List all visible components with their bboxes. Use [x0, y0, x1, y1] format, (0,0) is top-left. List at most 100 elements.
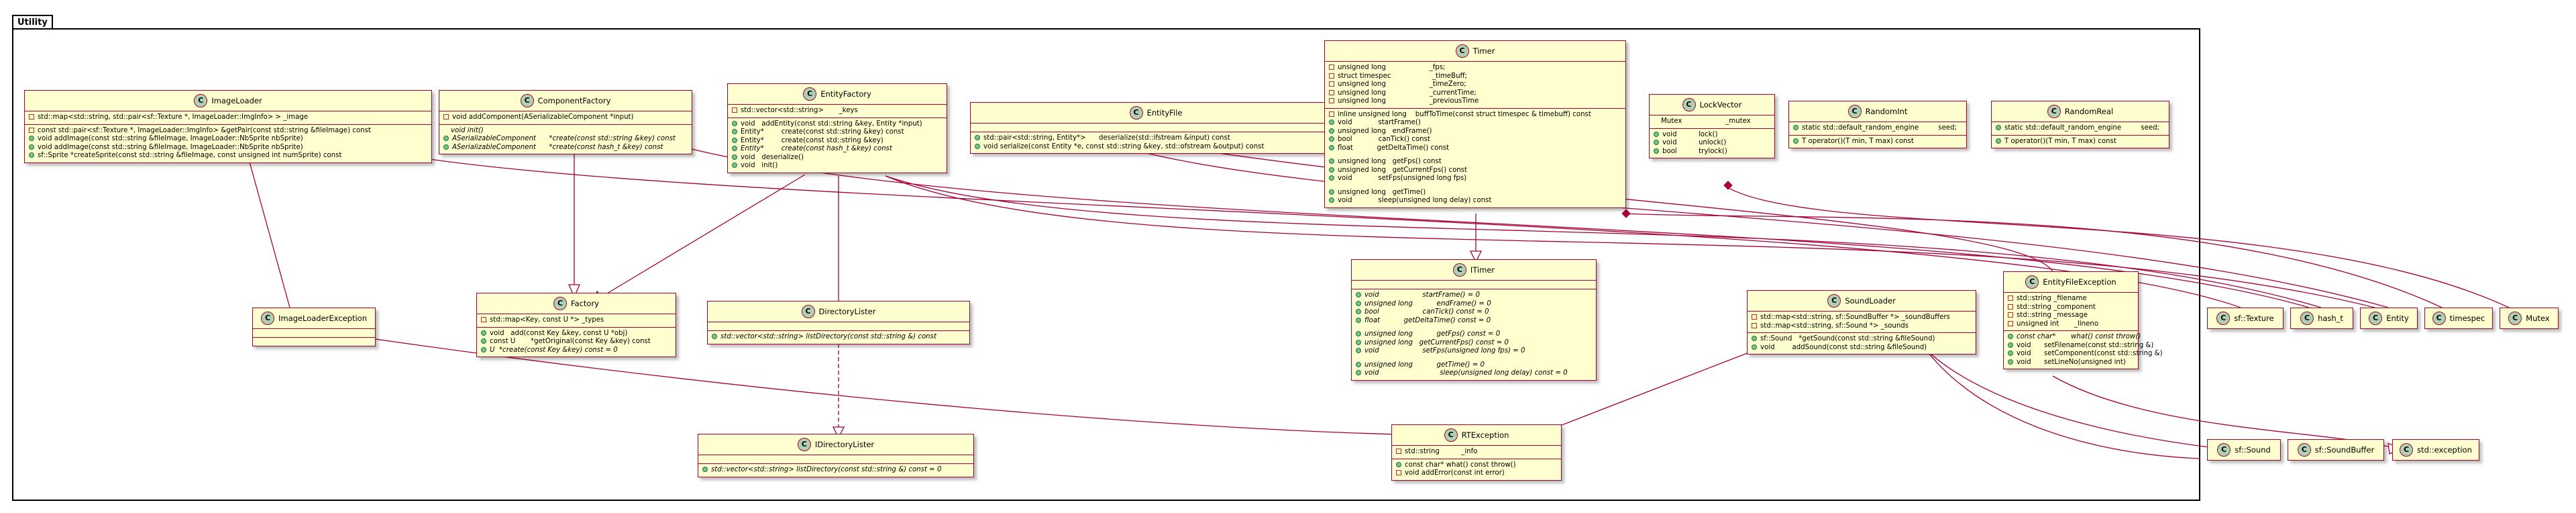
public-visibility-icon [1793, 125, 1799, 130]
public-visibility-icon [481, 330, 486, 336]
class-c-icon: C [2300, 311, 2314, 325]
visibility-icon [443, 128, 447, 132]
class-methods-section: void lock()void unlock()bool trylock() [1650, 129, 1774, 158]
class-fields-section [971, 124, 1341, 132]
member-text: void setLineNo(unsigned int) [2017, 358, 2126, 366]
class-method: T operator()(T min, T max) const [1793, 138, 1962, 146]
class-methods-section: const char* what() const throw()void set… [2004, 331, 2163, 369]
public-visibility-icon [1356, 292, 1361, 297]
composition-lockvector [1723, 181, 1733, 190]
member-text: unsigned long getCurrentFps() const = 0 [1364, 338, 1509, 346]
composition-timer [1621, 209, 1631, 218]
class-name: sf::Sound [2235, 445, 2271, 455]
public-visibility-icon [1356, 339, 1361, 345]
package-frame [12, 28, 2200, 501]
link-soundloader-rtexception [1549, 348, 1758, 430]
class-name: DirectoryLister [818, 307, 876, 316]
class-name: hash_t [2318, 314, 2343, 323]
member-text: const char* what() const throw() [1405, 461, 1516, 469]
class-name: Entity [2386, 314, 2409, 323]
class-method: std::vector<std::string> listDirectory(c… [702, 466, 969, 475]
class-c-icon: C [2369, 311, 2383, 325]
class-method: ASerializableComponent *create(const std… [443, 135, 688, 144]
class-method: bool canTick() const = 0 [1356, 308, 1592, 317]
class-method: bool canTick() const [1329, 136, 1621, 144]
member-text: T operator()(T min, T max) const [1802, 137, 1914, 145]
class-c-icon: C [2297, 442, 2311, 457]
member-text: std::map<std::string, std::pair<sf::Text… [38, 113, 309, 121]
class-method: void setFps(unsigned long fps) = 0 [1356, 347, 1592, 356]
link-entityfile-entityfileexception [1099, 134, 2053, 272]
public-visibility-icon [1654, 140, 1659, 145]
class-c-icon: C [1827, 293, 1841, 308]
private-visibility-icon [1396, 470, 1401, 475]
member-text: float getDeltaTime() const [1338, 144, 1450, 152]
class-method: std::vector<std::string> listDirectory(c… [712, 333, 965, 342]
member-text: void addImage(const std::string &fileIma… [38, 135, 303, 142]
private-visibility-icon [732, 107, 737, 113]
class-field: std::map<std::string, sf::Sound *> _soun… [1752, 322, 1972, 331]
class-field: unsigned long _previousTime [1329, 97, 1621, 106]
class-fields-section: std::vector<std::string> _keys [728, 105, 947, 118]
member-text: struct timespec _timeBuff; [1338, 72, 1467, 80]
class-fields-section: static std::default_random_engine seed; [1992, 122, 2169, 136]
private-visibility-icon [1752, 322, 1757, 328]
class-field: std::string _filename [2008, 295, 2134, 304]
member-text: std::vector<std::string> listDirectory(c… [711, 466, 942, 473]
class-name: LockVector [1699, 100, 1742, 109]
member-spacer [1356, 325, 1592, 330]
class-method: void addSound(const std::string &fileSou… [1752, 344, 1972, 353]
member-text: std::map<std::string, sf::Sound *> _soun… [1760, 322, 1909, 330]
package-tab: Utility [12, 15, 53, 30]
class-c-icon: C [1129, 105, 1143, 120]
public-visibility-icon [29, 152, 34, 158]
class-c-icon: C [803, 87, 817, 101]
class-method: unsigned long getCurrentFps() const = 0 [1356, 339, 1592, 348]
member-text: unsigned long _timeZero; [1338, 81, 1466, 88]
realize-arrow-idirectorylister [832, 426, 845, 439]
class-method: unsigned long getCurrentFps() const [1329, 167, 1621, 175]
class-method: void addEntity(const std::string &key, E… [732, 120, 943, 129]
public-visibility-icon [2008, 342, 2013, 348]
link-entityfactory-entity [885, 175, 2375, 308]
public-visibility-icon [1396, 461, 1401, 467]
private-visibility-icon [1329, 73, 1334, 79]
class-name: EntityFileException [2043, 277, 2116, 287]
class-name: RandomInt [1865, 107, 1908, 116]
public-visibility-icon [1329, 128, 1334, 134]
private-visibility-icon [2008, 304, 2013, 310]
member-text: void serialize(const Entity *e, const st… [983, 142, 1265, 150]
class-name: ITimer [1470, 265, 1495, 275]
class-c-icon: C [520, 93, 534, 107]
